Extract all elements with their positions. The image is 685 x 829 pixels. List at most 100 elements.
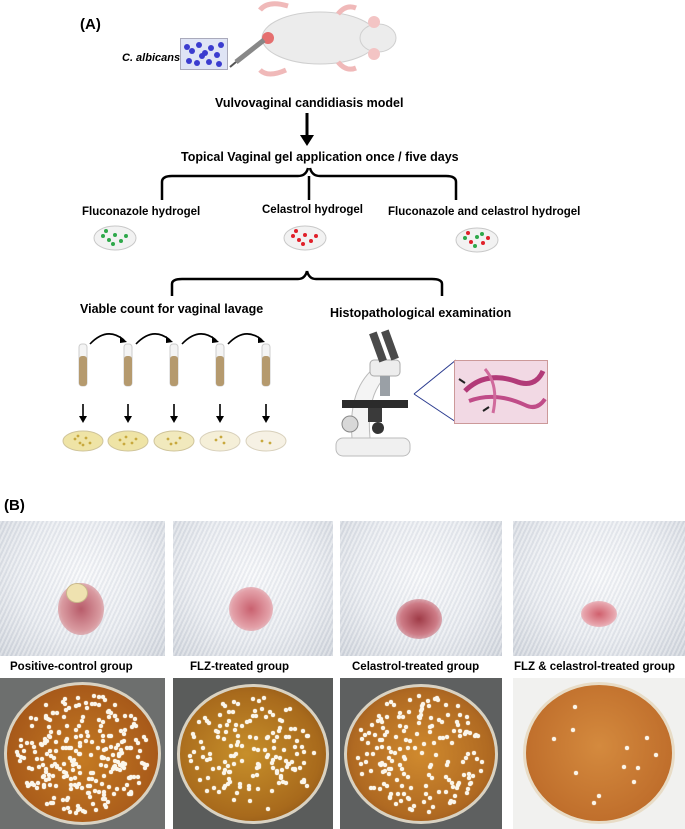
colony (92, 789, 97, 794)
colony (251, 696, 256, 701)
colony (202, 715, 207, 720)
colony (385, 783, 390, 788)
colony (295, 739, 300, 744)
colony (457, 733, 462, 738)
colony (283, 780, 288, 785)
colony (287, 762, 292, 767)
colony (127, 745, 132, 750)
colony (97, 694, 102, 699)
colony (103, 804, 108, 809)
colony (402, 791, 407, 796)
colony (360, 771, 365, 776)
colony (92, 694, 97, 699)
colony (221, 786, 226, 791)
colony (188, 759, 193, 764)
colony (113, 745, 118, 750)
colony (250, 774, 255, 779)
colony (302, 777, 307, 782)
colony (226, 709, 231, 714)
group-label-positive-control: Positive-control group (10, 661, 133, 673)
colony (42, 773, 47, 778)
colony (140, 760, 145, 765)
colony (191, 732, 196, 737)
brace-gels (160, 167, 458, 200)
colony (466, 786, 471, 791)
colony (621, 765, 626, 770)
colony (25, 741, 30, 746)
colony (201, 746, 206, 751)
colony (421, 799, 426, 804)
colony (271, 757, 276, 762)
colony (301, 761, 306, 766)
colony (433, 697, 438, 702)
zoom-lines (413, 359, 457, 423)
colony (445, 762, 450, 767)
colony (410, 807, 415, 812)
colony (472, 751, 477, 756)
colony (38, 742, 43, 747)
colony (96, 718, 101, 723)
colony (133, 724, 138, 729)
colony (45, 752, 50, 757)
colony (383, 769, 388, 774)
colony (127, 775, 132, 780)
colony (423, 791, 428, 796)
colony (48, 717, 53, 722)
colony (112, 763, 117, 768)
colony (53, 762, 58, 767)
colony (377, 714, 381, 719)
colony (625, 745, 630, 750)
colony (416, 720, 421, 725)
colony (131, 775, 136, 780)
colony (134, 738, 139, 743)
colony (69, 746, 74, 751)
colony (89, 701, 94, 706)
colony (74, 762, 79, 767)
colony (107, 785, 112, 790)
colony (407, 806, 412, 811)
colony (281, 780, 286, 785)
colony (278, 726, 283, 731)
colony (61, 746, 66, 751)
colony (383, 763, 388, 768)
colony (115, 786, 120, 791)
tube-2 (123, 343, 133, 387)
colony (45, 717, 50, 722)
colony (54, 765, 59, 770)
colony (96, 745, 101, 750)
colony (427, 772, 432, 777)
colony (135, 775, 140, 780)
colony (359, 737, 364, 742)
colony (233, 751, 238, 756)
dilution-series (62, 343, 287, 452)
colony (397, 763, 402, 768)
colony (57, 767, 62, 772)
colony (199, 740, 204, 745)
colony (302, 749, 307, 754)
colony (111, 766, 116, 771)
colony (386, 746, 391, 751)
colony (452, 729, 457, 734)
colony (233, 727, 238, 732)
histo-label: Histopathological examination (330, 306, 512, 320)
colony (43, 740, 48, 745)
colony (228, 780, 233, 785)
colony (235, 701, 240, 706)
photo-positive-control (0, 521, 165, 656)
colony (77, 740, 82, 745)
colony (246, 787, 251, 792)
colony (278, 718, 283, 723)
colony (47, 749, 52, 754)
colony (107, 715, 112, 720)
colony (87, 790, 92, 795)
colony (51, 796, 56, 801)
colony (257, 698, 262, 703)
colony (232, 754, 237, 759)
colony (235, 740, 240, 745)
hydrogel-jar-combined (455, 227, 499, 253)
colony (279, 719, 284, 724)
colony (67, 745, 72, 750)
colony (465, 714, 470, 719)
colony (401, 754, 406, 759)
colony (466, 720, 471, 725)
